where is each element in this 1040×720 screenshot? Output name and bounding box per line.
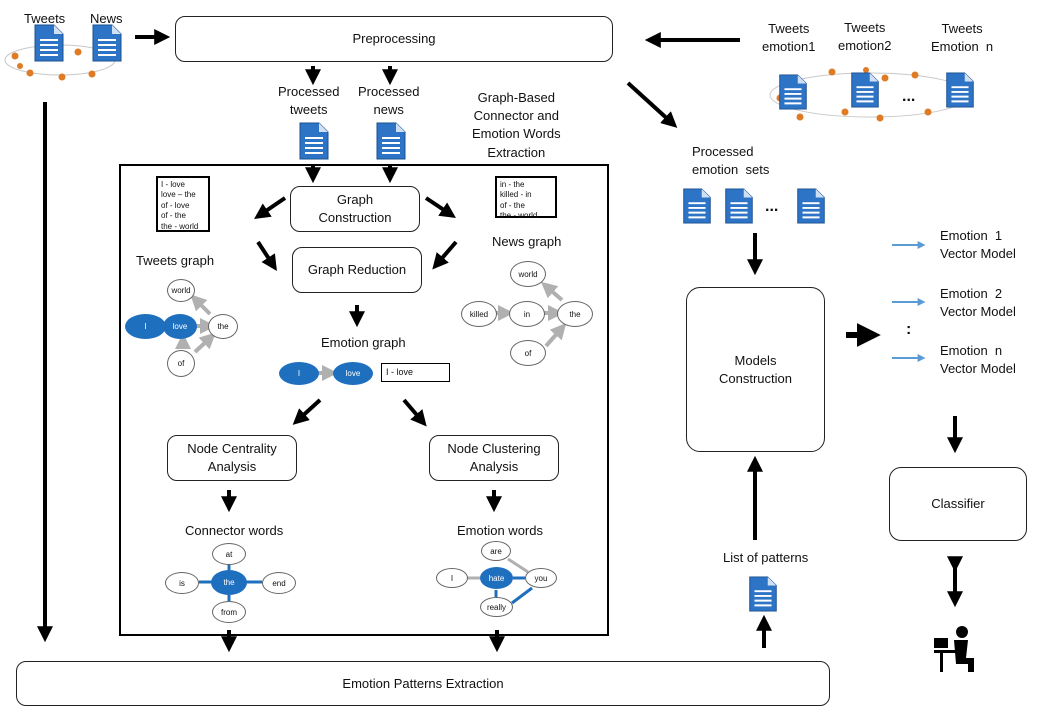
tweets-graph-node-i: I: [125, 314, 166, 339]
tg-edge-of-the: [193, 332, 216, 354]
vector-models-dots: :: [906, 321, 912, 338]
news-input-label: News: [90, 11, 123, 26]
arrow-tweets-reduction: [256, 240, 277, 272]
processed-news-document-icon: [376, 122, 406, 160]
arrow-eg-clustering: [402, 398, 427, 427]
emotion1-document-icon: [779, 74, 807, 110]
news-graph-title: News graph: [492, 234, 562, 249]
graph-reduction-box: Graph Reduction: [292, 247, 422, 293]
connector-node-from: from: [212, 601, 246, 623]
classifier-box: Classifier: [889, 467, 1027, 541]
graph-construction-box: Graph Construction: [290, 186, 420, 232]
user-at-computer-icon: [934, 626, 974, 672]
tweets-graph-node-world: world: [167, 279, 195, 302]
tweets-graph-title: Tweets graph: [136, 253, 215, 268]
emotion-graph-node-i: I: [279, 362, 319, 385]
tweets-input-label: Tweets: [24, 11, 66, 26]
vector-model-1-label: Emotion 1 Vector Model: [940, 228, 1016, 262]
tg-edge-the-world: [190, 294, 212, 316]
emotion-words-node-you: you: [525, 568, 557, 588]
emotion-words-node-are: are: [481, 541, 511, 561]
emotion-words-node-hate: hate: [480, 567, 513, 589]
news-graph-node-world: world: [510, 261, 546, 287]
processed-tweets-document-icon: [299, 122, 329, 160]
emotion-graph-sample: I - love: [381, 363, 450, 382]
tweets-graph-sample: I - love love – the of - love of - the t…: [156, 176, 210, 232]
arrow-gc-news: [424, 196, 456, 218]
node-clustering-box: Node Clustering Analysis: [429, 435, 559, 481]
extraction-title: Graph-Based Connector and Emotion Words …: [472, 90, 561, 160]
emotion-graph-node-love: love: [333, 362, 373, 385]
connector-node-at: at: [212, 543, 246, 565]
news-graph-node-of: of: [510, 340, 546, 366]
models-construction-box: Models Construction: [686, 287, 825, 452]
emotion1-input-label: Tweets emotion1: [762, 21, 816, 55]
tweets-graph-node-the: the: [208, 314, 238, 339]
emotion-set-document-icon-2: [725, 188, 753, 224]
node-centrality-box: Node Centrality Analysis: [167, 435, 297, 481]
emotion-input-dots: ...: [902, 88, 916, 105]
emotionn-input-label: Tweets Emotion n: [931, 21, 994, 55]
news-graph-node-the: the: [557, 301, 593, 327]
connector-node-the: the: [211, 570, 247, 595]
tweets-document-icon: [34, 24, 64, 62]
processed-emotion-sets-label: Processed emotion sets: [692, 144, 770, 178]
emotion-set-document-icon-1: [683, 188, 711, 224]
arrow-news-reduction: [432, 240, 458, 270]
emotion-patterns-extraction-box: Emotion Patterns Extraction: [16, 661, 830, 706]
preprocessing-box: Preprocessing: [175, 16, 613, 62]
ew-edge-really-you: [511, 586, 533, 605]
processed-sets-dots: ...: [765, 198, 779, 215]
emotion-graph-title: Emotion graph: [321, 335, 406, 350]
emotionn-document-icon: [946, 72, 974, 108]
vector-model-n-label: Emotion n Vector Model: [940, 343, 1016, 377]
emotion2-input-label: Tweets emotion2: [838, 20, 892, 54]
processed-news-label: Processed news: [358, 84, 420, 118]
tweets-graph-node-of: of: [167, 350, 195, 377]
list-of-patterns-label: List of patterns: [723, 550, 809, 565]
ng-edge-the-world: [540, 281, 564, 302]
emotion-words-node-i: I: [436, 568, 468, 588]
emotion2-document-icon: [851, 72, 879, 108]
news-graph-sample: in - the killed - in of - the the - worl…: [495, 176, 557, 220]
news-graph-node-in: in: [509, 301, 545, 327]
emotion-words-node-really: really: [480, 597, 513, 617]
vector-model-2-label: Emotion 2 Vector Model: [940, 286, 1016, 320]
patterns-document-icon: [749, 576, 777, 612]
ng-edge-of-the: [544, 323, 567, 348]
arrow-gc-tweets: [254, 196, 287, 220]
connector-node-end: end: [262, 572, 296, 594]
news-graph-node-killed: killed: [461, 301, 497, 327]
ew-edge-are-you: [507, 557, 529, 574]
extraction-frame: [119, 164, 609, 636]
connector-words-title: Connector words: [185, 523, 284, 538]
tweets-graph-node-love: love: [163, 314, 197, 339]
emotion-set-document-icon-n: [797, 188, 825, 224]
connector-node-is: is: [165, 572, 199, 594]
news-document-icon: [92, 24, 122, 62]
emotion-words-title: Emotion words: [457, 523, 543, 538]
arrow-eg-centrality: [292, 398, 322, 425]
processed-tweets-label: Processed tweets: [278, 84, 340, 118]
arrow-pre-to-emotion-sets: [626, 81, 678, 128]
